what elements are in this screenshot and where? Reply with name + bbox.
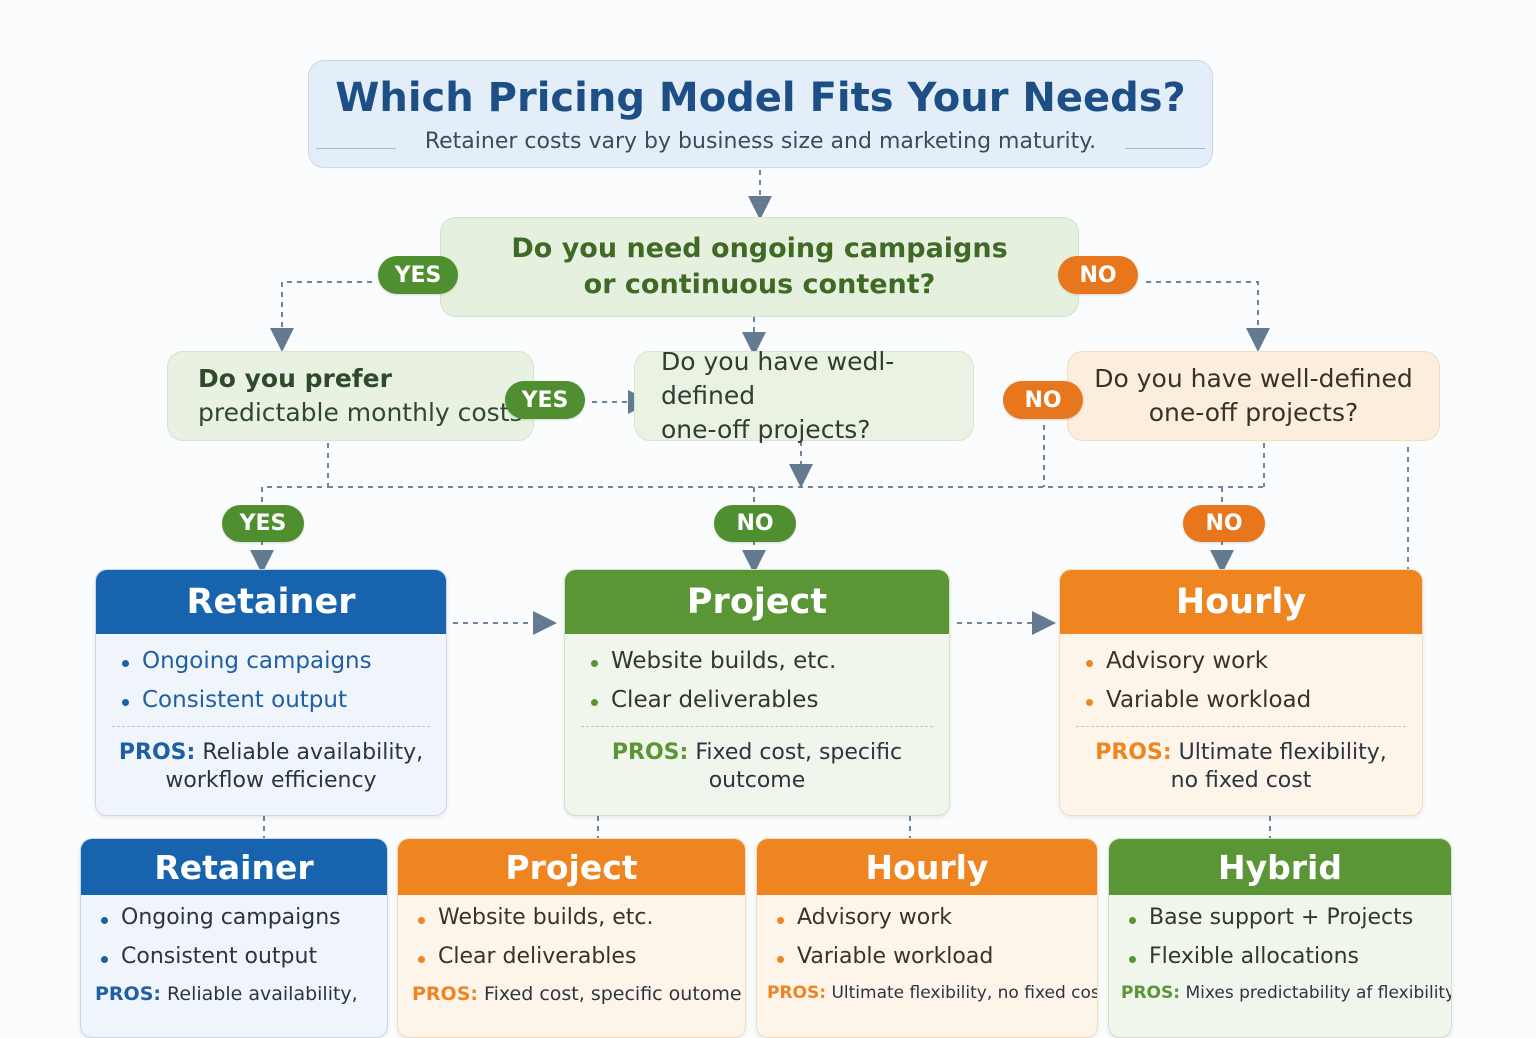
question-predictable-costs: Do you prefer predictable monthly costs xyxy=(167,351,534,441)
card-title: Retainer xyxy=(96,570,446,634)
pros-label: PROS: xyxy=(118,740,196,765)
card-pros: PROS: Reliable availability, workflow ef… xyxy=(96,727,446,794)
no-pill-hourly: NO xyxy=(1183,505,1265,542)
card-pros: PROS: Fixed cost, specific outcome xyxy=(565,727,949,794)
pros-label: PROS: xyxy=(1121,983,1181,1003)
pros-label: PROS: xyxy=(95,983,161,1005)
no-pill-main: NO xyxy=(1058,256,1138,294)
question-middle-line1: Do you have wedl-defined xyxy=(661,347,895,411)
pros-line1: Fixed cost, specific xyxy=(695,740,903,765)
card-item: Flexible allocations xyxy=(1129,944,1451,969)
yes-pill-retainer: YES xyxy=(222,505,304,542)
question-main-line2: or continuous content? xyxy=(583,269,936,300)
card-title: Hourly xyxy=(1060,570,1422,634)
card-item: Consistent output xyxy=(101,944,387,969)
card-item: Ongoing campaigns xyxy=(122,648,446,674)
card-item: Consistent output xyxy=(122,687,446,713)
pros-label: PROS: xyxy=(1095,740,1172,765)
card-pros: PROS: Mixes predictability af flexibilit… xyxy=(1109,983,1451,1004)
card-item: Ongoing campaigns xyxy=(101,905,387,930)
header-panel: Which Pricing Model Fits Your Needs? Ret… xyxy=(308,60,1213,168)
pros-label: PROS: xyxy=(412,983,478,1005)
pros-line2: outcome xyxy=(708,767,806,793)
question-left-line1: Do you prefer xyxy=(198,364,392,394)
pros-line2: workflow efficiency xyxy=(165,767,377,793)
card-pros: PROS: Ultimate flexibility, no fixed cos… xyxy=(1060,727,1422,794)
pros-label: PROS: xyxy=(767,983,827,1003)
bottom-card-hybrid: Hybrid Base support + Projects Flexible … xyxy=(1108,838,1452,1038)
card-item: Variable workload xyxy=(1086,687,1422,713)
pros-label: PROS: xyxy=(611,740,689,765)
card-hourly: Hourly Advisory work Variable workload P… xyxy=(1059,569,1423,816)
bottom-card-retainer: Retainer Ongoing campaigns Consistent ou… xyxy=(80,838,388,1038)
card-title: Hybrid xyxy=(1109,839,1451,895)
pros-text: Mixes predictability af flexibility xyxy=(1185,983,1452,1003)
bottom-card-hourly: Hourly Advisory work Variable workload P… xyxy=(756,838,1098,1038)
pros-line2: no fixed cost xyxy=(1170,767,1312,793)
page-subtitle: Retainer costs vary by business size and… xyxy=(424,129,1097,154)
question-right-line2: one-off projects? xyxy=(1148,398,1359,427)
question-left-line2: predictable monthly costs xyxy=(198,398,523,427)
question-right-line1: Do you have well-defined xyxy=(1094,364,1413,394)
card-pros: PROS: Reliable availability, xyxy=(81,983,387,1007)
card-pros: PROS: Ultimate flexibility, no fixed cos… xyxy=(757,983,1097,1004)
subtitle-rule-left xyxy=(316,148,396,149)
pros-text: Ultimate flexibility, no fixed cost xyxy=(831,983,1098,1003)
pros-line1: Reliable availability, xyxy=(202,740,424,765)
question-main-line1: Do you need ongoing campaigns xyxy=(511,232,1008,264)
card-divider xyxy=(1076,726,1406,727)
yes-pill-left: YES xyxy=(505,381,585,419)
no-pill-right: NO xyxy=(1003,381,1083,419)
card-divider xyxy=(581,726,933,727)
card-item: Clear deliverables xyxy=(418,944,745,969)
card-item: Clear deliverables xyxy=(591,687,949,713)
question-middle-line2: one-off projects? xyxy=(661,414,871,444)
page-title: Which Pricing Model Fits Your Needs? xyxy=(335,75,1186,121)
card-project: Project Website builds, etc. Clear deliv… xyxy=(564,569,950,816)
question-ongoing-campaigns: Do you need ongoing campaigns or continu… xyxy=(440,217,1079,317)
pros-line1: Ultimate flexibility, xyxy=(1178,740,1387,765)
card-title: Project xyxy=(565,570,949,634)
card-retainer: Retainer Ongoing campaigns Consistent ou… xyxy=(95,569,447,816)
card-item: Website builds, etc. xyxy=(418,905,745,930)
card-title: Project xyxy=(398,839,745,895)
question-one-off-projects-right: Do you have well-defined one-off project… xyxy=(1067,351,1440,441)
card-pros: PROS: Fixed cost, specific outome xyxy=(398,983,745,1007)
pros-text: Fixed cost, specific outome xyxy=(484,983,742,1005)
subtitle-rule-right xyxy=(1125,148,1205,149)
yes-pill-main: YES xyxy=(378,256,458,294)
card-divider xyxy=(112,726,430,727)
card-item: Website builds, etc. xyxy=(591,648,949,674)
card-item: Variable workload xyxy=(777,944,1097,969)
no-pill-project: NO xyxy=(714,505,796,542)
bottom-card-project: Project Website builds, etc. Clear deliv… xyxy=(397,838,746,1038)
pros-text: Reliable availability, xyxy=(167,983,358,1005)
card-item: Base support + Projects xyxy=(1129,905,1451,930)
card-item: Advisory work xyxy=(1086,648,1422,674)
card-title: Retainer xyxy=(81,839,387,895)
card-item: Advisory work xyxy=(777,905,1097,930)
card-title: Hourly xyxy=(757,839,1097,895)
question-one-off-projects-middle: Do you have wedl-defined one-off project… xyxy=(634,347,974,444)
